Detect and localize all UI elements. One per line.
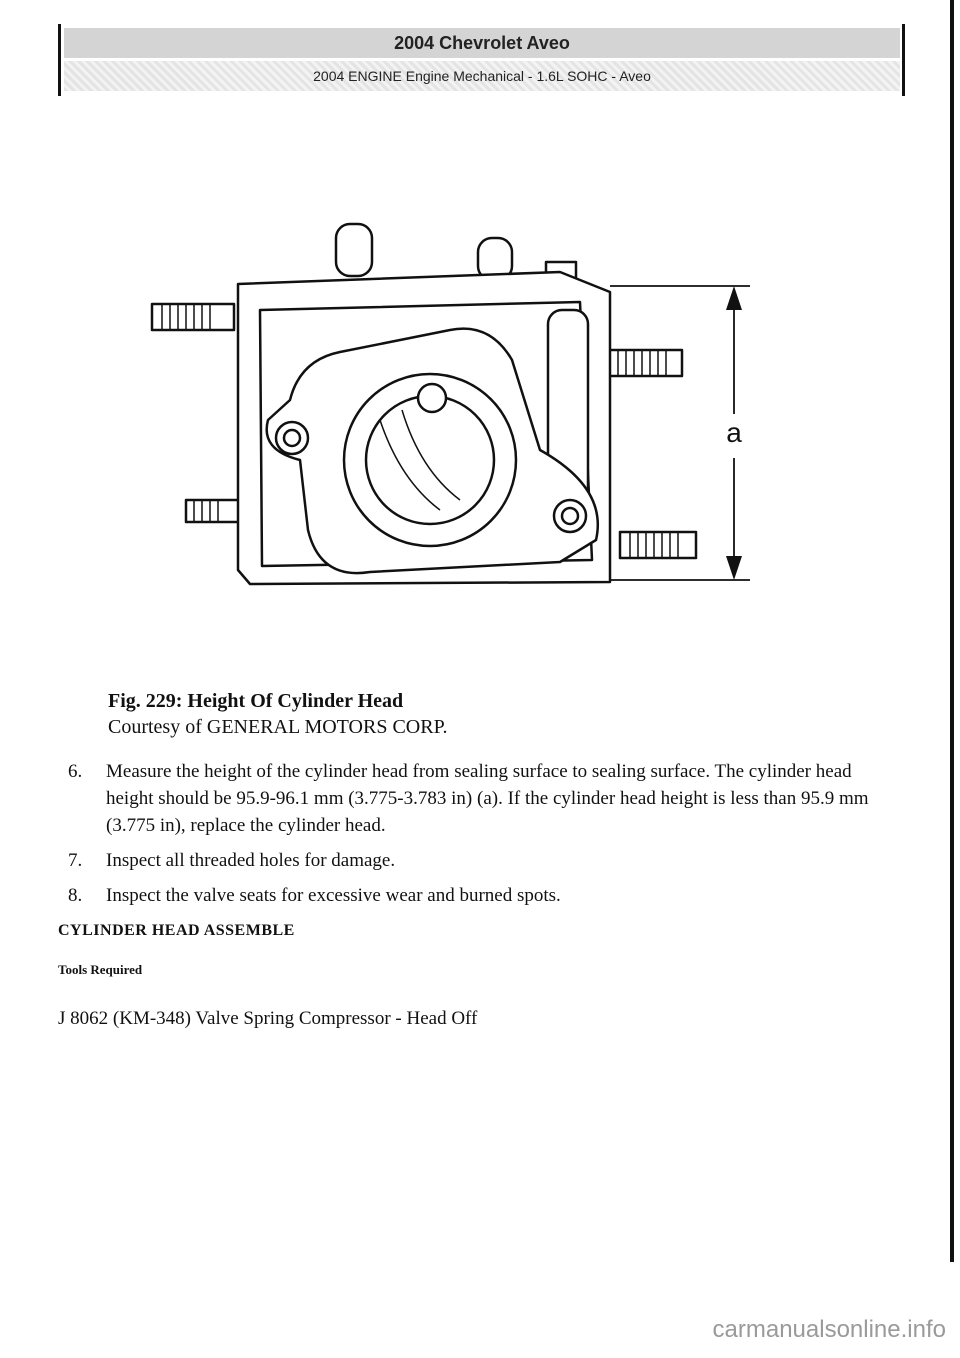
step-text: Inspect the valve seats for excessive we… (106, 885, 561, 906)
header-frame-right (902, 24, 905, 96)
procedure-step: 6. Measure the height of the cylinder he… (68, 758, 898, 839)
step-number: 7. (68, 850, 83, 871)
figure-caption: Fig. 229: Height Of Cylinder Head Courte… (108, 688, 447, 740)
dimension-label: a (726, 417, 742, 448)
page-header: 2004 Chevrolet Aveo 2004 ENGINE Engine M… (64, 28, 900, 91)
procedure-step: 8. Inspect the valve seats for excessive… (68, 882, 898, 909)
center-bolt (416, 382, 448, 414)
top-fitting-left (334, 222, 374, 278)
step-number: 6. (68, 761, 83, 782)
procedure-step: 7. Inspect all threaded holes for damage… (68, 847, 898, 874)
cylinder-head-illustration: a (150, 222, 750, 586)
page-border-right (950, 0, 954, 1262)
figure-credit: Courtesy of GENERAL MOTORS CORP. (108, 716, 448, 738)
figure-title: Fig. 229: Height Of Cylinder Head (108, 690, 404, 712)
site-watermark[interactable]: carmanualsonline.info (712, 1316, 946, 1343)
dimension-arrow-bottom (726, 556, 742, 580)
procedure-steps: 6. Measure the height of the cylinder he… (68, 758, 898, 917)
step-number: 8. (68, 885, 83, 906)
tool-item: J 8062 (KM-348) Valve Spring Compressor … (58, 1008, 478, 1029)
port-inner (364, 394, 496, 526)
stud-lower-right (618, 530, 698, 560)
document-title: 2004 Chevrolet Aveo (64, 28, 900, 58)
stud-upper-right (598, 348, 684, 378)
header-frame-left (58, 24, 61, 96)
tools-heading: Tools Required (58, 962, 143, 977)
step-text: Measure the height of the cylinder head … (106, 761, 869, 836)
bolt-hole-left-inner (282, 428, 302, 448)
section-heading: CYLINDER HEAD ASSEMBLE (58, 922, 295, 939)
dimension-arrow-top (726, 286, 742, 310)
document-subtitle: 2004 ENGINE Engine Mechanical - 1.6L SOH… (64, 61, 900, 91)
bolt-hole-right-inner (560, 506, 580, 526)
step-text: Inspect all threaded holes for damage. (106, 850, 396, 871)
stud-upper-left (150, 302, 236, 332)
height-dimension (610, 285, 750, 581)
stud-threads (161, 304, 679, 558)
cylinder-head-figure: a (140, 210, 780, 630)
